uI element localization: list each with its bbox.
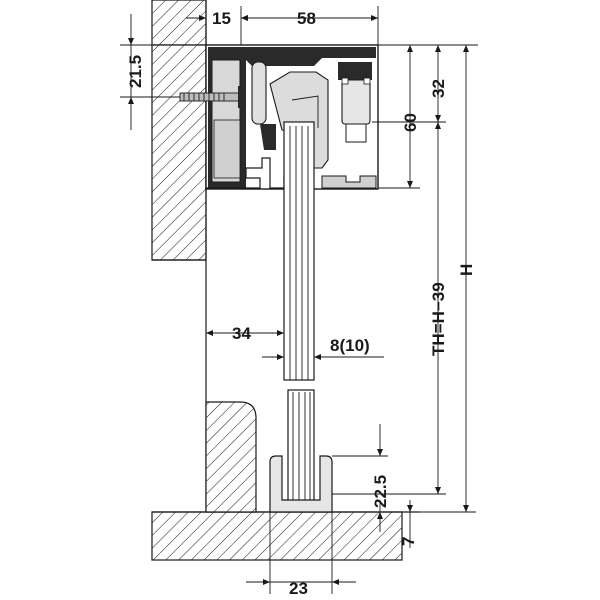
- dim-58-label: 58: [297, 9, 316, 28]
- soft-close-damper: [338, 62, 372, 143]
- dim-34-label: 34: [232, 324, 251, 343]
- dim-32-label: 32: [429, 79, 448, 98]
- dim-h-label: H: [457, 264, 476, 276]
- dim-23-label: 23: [289, 579, 308, 598]
- dim-21-5-label: 21.5: [126, 55, 145, 88]
- dim-15-label: 15: [212, 9, 231, 28]
- top-track-profile: [179, 44, 379, 190]
- floor-section: [151, 511, 403, 561]
- wall-upper-block: [151, 44, 207, 261]
- skirting-board: [205, 401, 257, 513]
- floor-guide: [269, 455, 333, 513]
- dim-8-10-label: 8(10): [330, 336, 370, 355]
- dimension-lines: [120, 6, 478, 594]
- door-panel: [283, 121, 315, 503]
- wall-section: [151, 0, 207, 46]
- dim-7-label: 7: [399, 537, 418, 546]
- dim-22-5-label: 22.5: [371, 475, 390, 508]
- dim-60-label: 60: [401, 113, 420, 132]
- dim-th-label: TH=H−39: [429, 282, 448, 356]
